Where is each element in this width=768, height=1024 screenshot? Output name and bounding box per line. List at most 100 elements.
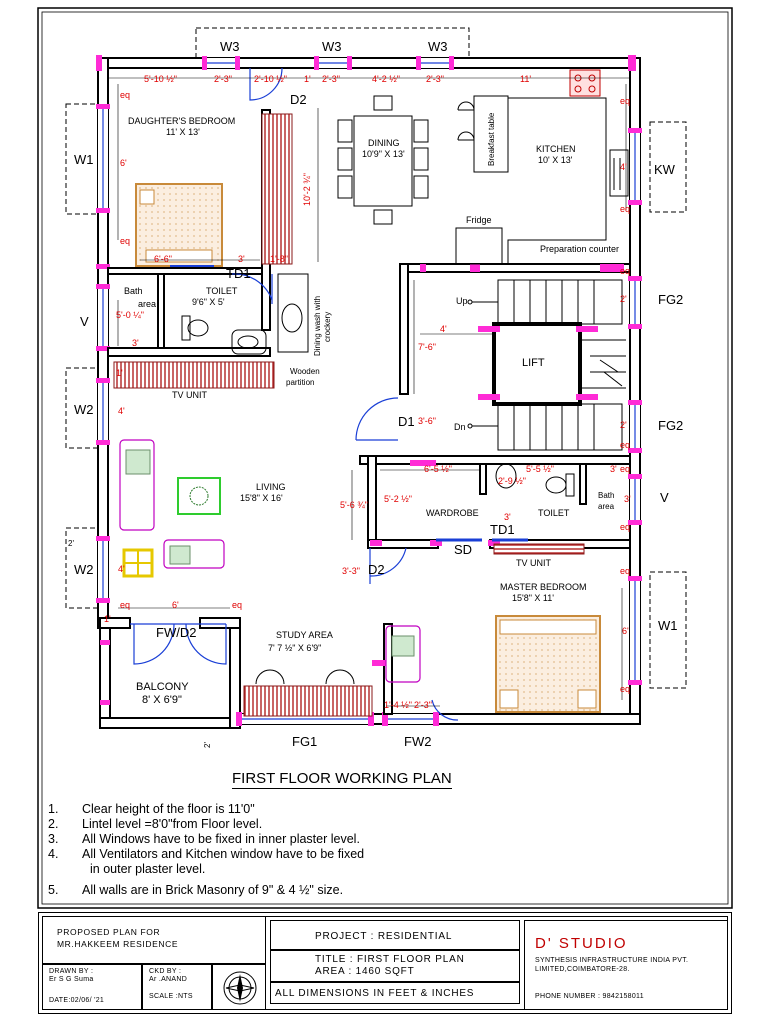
study-table: [243, 685, 373, 717]
svg-text:1'-4 ½": 1'-4 ½": [384, 700, 412, 710]
toilet-fixtures-right: [495, 463, 575, 497]
kitchen-sink-icon: [609, 149, 629, 197]
window-label-fg2-b: FG2: [658, 418, 683, 433]
studio-logo-text: D' STUDIO: [535, 935, 628, 952]
window-openings: [98, 58, 640, 724]
svg-text:6'-6": 6'-6": [154, 254, 172, 264]
stair-up-label: Up: [456, 296, 468, 306]
svg-text:2': 2': [620, 420, 627, 430]
dining-wash-label: Dining wash with: [313, 296, 322, 356]
dimensions-note-cell: ALL DIMENSIONS IN FEET & INCHES: [270, 982, 520, 1004]
svg-text:eq: eq: [120, 600, 130, 610]
tv-unit-left-label: TV UNIT: [172, 390, 208, 400]
svg-text:2'-3": 2'-3": [214, 74, 232, 84]
room-toilet-left: TOILET: [206, 286, 238, 296]
svg-text:eq: eq: [120, 90, 130, 100]
note-item: in outer plaster level.: [90, 862, 206, 876]
tv-unit-left: [113, 361, 275, 389]
door-label-d2-low: D2: [368, 562, 385, 577]
fridge-label: Fridge: [466, 215, 492, 225]
note-item: 3.All Windows have to be fixed in inner …: [48, 832, 360, 846]
project-cell: PROJECT : RESIDENTIAL: [270, 920, 520, 950]
breakfast-table-label: Breakfast table: [487, 112, 496, 166]
drawn-by-cell: DRAWN BY : Er S G Suma DATE:02/06/ '21: [42, 964, 142, 1010]
svg-text:3'-3": 3'-3": [342, 566, 360, 576]
svg-text:11' X 13': 11' X 13': [166, 127, 200, 137]
door-label-d1: D1: [398, 414, 415, 429]
svg-text:3': 3': [504, 512, 511, 522]
outer-wall-top: [97, 57, 641, 69]
svg-text:6': 6': [622, 626, 629, 636]
svg-text:2'-3": 2'-3": [414, 700, 432, 710]
svg-text:2': 2': [620, 294, 627, 304]
svg-text:3': 3': [610, 464, 617, 474]
svg-text:area: area: [138, 299, 156, 309]
svg-text:eq: eq: [620, 684, 630, 694]
svg-text:eq: eq: [620, 566, 630, 576]
window-label-fg1: FG1: [292, 734, 317, 749]
north-arrow-cell: [212, 964, 266, 1010]
svg-text:area: area: [598, 502, 615, 511]
svg-text:15'8" X 16': 15'8" X 16': [240, 493, 283, 503]
dining-wash-counter: [277, 273, 309, 353]
svg-text:10'-2 ¾": 10'-2 ¾": [302, 173, 312, 206]
breakfast-stools: [457, 101, 475, 141]
svg-text:eq: eq: [120, 236, 130, 246]
window-label-kw: KW: [654, 162, 676, 177]
door-label-fw-d2: FW/D2: [156, 625, 196, 640]
window-label-w3-c: W3: [428, 39, 448, 54]
svg-text:2'-10 ½": 2'-10 ½": [254, 74, 287, 84]
svg-text:3': 3': [132, 338, 139, 348]
svg-text:2'-3": 2'-3": [426, 74, 444, 84]
svg-text:4': 4': [118, 564, 125, 574]
svg-text:eq: eq: [620, 204, 630, 214]
notes-list: 1.Clear height of the floor is 11'0" 2.L…: [48, 802, 468, 898]
checked-by-cell: CKD BY : Ar .ANAND SCALE :NTS: [142, 964, 212, 1010]
prep-counter-label: Preparation counter: [540, 244, 619, 254]
sheet-border: [37, 7, 733, 909]
svg-text:8' X 6'9": 8' X 6'9": [142, 694, 182, 706]
room-balcony: BALCONY: [136, 681, 189, 693]
door-label-sd: SD: [454, 542, 472, 557]
svg-text:partition: partition: [286, 378, 314, 387]
stove-icon: [569, 69, 601, 97]
svg-text:2'-9 ½": 2'-9 ½": [498, 476, 526, 486]
window-label-w3-b: W3: [322, 39, 342, 54]
svg-text:10'9" X 13': 10'9" X 13': [362, 149, 405, 159]
svg-text:4'-2 ½": 4'-2 ½": [372, 74, 400, 84]
window-label-w2-left-low: W2: [74, 562, 94, 577]
note-item: 1.Clear height of the floor is 11'0": [48, 802, 255, 816]
svg-text:4': 4': [620, 162, 627, 172]
room-kitchen: KITCHEN: [536, 144, 576, 154]
wooden-partition-label: Wooden: [290, 367, 320, 376]
door-label-td1-left: TD1: [226, 266, 251, 281]
svg-text:10' X 13': 10' X 13': [538, 155, 573, 165]
w3-projection: [195, 27, 470, 59]
note-item: 2.Lintel level =8'0"from Floor level.: [48, 817, 263, 831]
svg-text:eq: eq: [620, 96, 630, 106]
svg-text:5'-5 ½": 5'-5 ½": [526, 464, 554, 474]
title-block: [38, 912, 732, 1014]
staircase: [467, 279, 626, 451]
dining-table: [337, 95, 429, 225]
window-label-w1-right: W1: [658, 618, 678, 633]
title-block-client: PROPOSED PLAN FOR MR.HAKKEEM RESIDENCE: [42, 916, 266, 964]
studio-cell: D' STUDIO SYNTHESIS INFRASTRUCTURE INDIA…: [524, 920, 728, 1010]
tv-unit-right: [493, 543, 585, 555]
room-master-bedroom: MASTER BEDROOM: [500, 582, 587, 592]
note-item: 4.All Ventilators and Kitchen window hav…: [48, 847, 365, 861]
svg-text:eq: eq: [620, 464, 630, 474]
interior-walls: [107, 95, 631, 715]
lift-label: LIFT: [522, 357, 545, 369]
svg-text:1'-8": 1'-8": [270, 254, 288, 264]
note-item: 5.All walls are in Brick Masonry of 9" &…: [48, 883, 344, 897]
window-label-w2-left: W2: [74, 402, 94, 417]
svg-text:2'-3": 2'-3": [322, 74, 340, 84]
title-cell: TITLE : FIRST FLOOR PLAN AREA : 1460 SQF…: [270, 950, 520, 982]
svg-text:eq: eq: [620, 266, 630, 276]
compass-icon: [223, 971, 257, 1005]
wardrobe-daughters: [261, 113, 293, 265]
svg-text:4': 4': [118, 406, 125, 416]
room-toilet-right: TOILET: [538, 508, 570, 518]
room-living: LIVING: [256, 482, 286, 492]
